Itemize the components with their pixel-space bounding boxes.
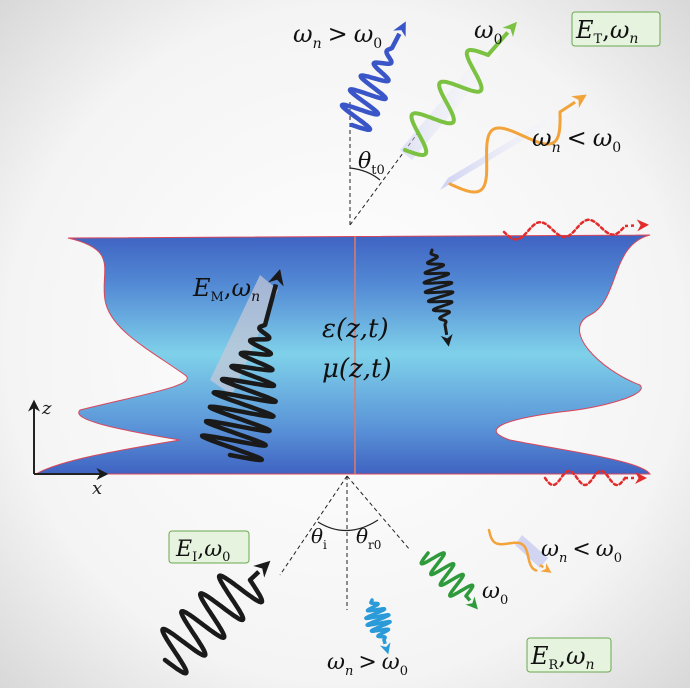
medium-wave-up [199, 322, 278, 463]
reflected-orange-frequency-label: ωn<ω0 [541, 537, 622, 566]
surface-red-wave-top [502, 218, 627, 241]
medium-wave-up-arrowhead [268, 268, 284, 287]
reflected-cyan-wave [364, 598, 392, 642]
permittivity-label: ε(z,t) [322, 314, 389, 344]
transmitted-field-label: ET,ωn [575, 16, 638, 47]
reflected-cyan-frequency-label: ωn>ω0 [327, 650, 408, 679]
z-axis-label: z [41, 398, 52, 419]
transmitted-blue-wave-tail [390, 32, 402, 50]
time-varying-medium-slab [34, 234, 651, 475]
reflected-orange-wave-tail [539, 563, 545, 569]
surface-red-wave-top-tail [624, 224, 638, 228]
x-axis-label: x [92, 478, 102, 499]
incidence-angle-label: θi [311, 524, 327, 552]
medium-wave-down-arrowhead [440, 333, 453, 347]
surface-red-wave-top-arrowhead [636, 219, 649, 232]
reflected-green-wave-tail [464, 594, 472, 602]
transmitted-orange-wave-tail [559, 100, 576, 114]
transmitted-green-wave-arrowhead [502, 21, 517, 38]
transmitted-green-wave-tail [486, 31, 510, 57]
coordinate-axes: z x [28, 398, 109, 499]
band-medium-wave [210, 275, 278, 395]
reflected-label-box [526, 637, 612, 673]
reflected-green-wave [419, 551, 475, 598]
transmitted-blue-wave-arrowhead [393, 21, 406, 38]
incident-wave [160, 573, 265, 676]
reflected-cyan-wave-tail [382, 639, 387, 645]
incident-label-box [168, 530, 250, 564]
band-orange-reflected [515, 535, 548, 568]
permeability-label: μ(z,t) [322, 354, 392, 384]
reflected-orange-wave [487, 528, 538, 572]
transmitted-blue-frequency-label: ωn>ω0 [293, 20, 382, 52]
angle-arc-transmitted [349, 167, 381, 181]
surface-red-wave-bottom [543, 469, 627, 487]
incident-field-label: EI,ω0 [175, 537, 230, 565]
band-orange-transmitted [440, 100, 578, 190]
transmitted-green-wave [403, 48, 490, 157]
transmitted-blue-wave [339, 45, 395, 133]
transmission-angle-label: θt0 [358, 149, 385, 178]
medium-field-label: EM,ωn [192, 274, 260, 305]
transmitted-label-box [571, 11, 661, 47]
transmitted-orange-wave [448, 110, 562, 194]
reflection-angle-label: θr0 [356, 524, 381, 552]
medium-wave-down [422, 248, 455, 327]
reflected-cyan-wave-arrowhead [379, 642, 391, 655]
angle-arc-incident-reflected [317, 519, 379, 532]
medium-wave-up-tail [262, 283, 279, 326]
reflected-orange-wave-arrowhead [540, 563, 552, 573]
incident-wave-tail [248, 570, 261, 582]
incident-wave-arrowhead [253, 560, 271, 578]
medium-wave-down-tail [443, 324, 449, 336]
band-green-transmitted [400, 40, 505, 160]
transmitted-orange-frequency-label: ωn<ω0 [532, 124, 621, 156]
reflected-field-label: ER,ωn [530, 642, 595, 673]
reflected-green-wave-arrowhead [465, 596, 478, 610]
transmitted-green-frequency-label: ω0 [474, 16, 503, 48]
surface-red-wave-bottom-arrowhead [635, 472, 647, 484]
transmitted-orange-wave-arrowhead [571, 94, 587, 108]
reflected-green-frequency-label: ω0 [482, 579, 508, 608]
